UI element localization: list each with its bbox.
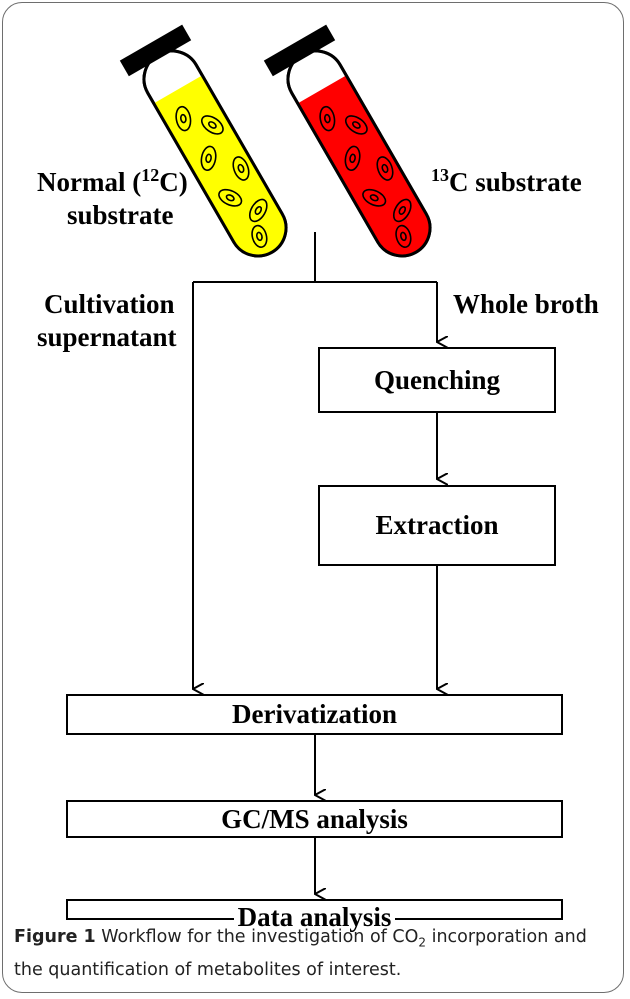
data-analysis-box: Data analysis xyxy=(66,899,563,933)
cultivation-label: Cultivation xyxy=(44,289,175,319)
caption-text-part1: Workflow for the investigation of CO xyxy=(95,927,419,947)
right-cells-icon xyxy=(319,105,412,248)
derivatization-box: Derivatization xyxy=(66,694,563,735)
figure-label: Figure 1 xyxy=(14,927,96,947)
left-substrate-label: Normal (12C) xyxy=(37,165,188,203)
left-label-suffix: C) xyxy=(159,167,188,197)
left-label-superscript: 12 xyxy=(141,165,160,185)
right-label-superscript: 13 xyxy=(431,165,449,185)
right-label-suffix: C substrate xyxy=(449,167,582,197)
whole-broth-label: Whole broth xyxy=(453,289,599,319)
left-substrate-label-line2: substrate xyxy=(67,200,174,230)
left-test-tube-icon xyxy=(119,24,288,258)
figure-caption: Figure 1 Workflow for the investigation … xyxy=(14,924,614,984)
right-test-tube-icon xyxy=(263,24,432,258)
left-cells-icon xyxy=(175,105,268,248)
supernatant-label: supernatant xyxy=(37,322,177,352)
data-analysis-label: Data analysis xyxy=(233,902,396,933)
gcms-box: GC/MS analysis xyxy=(66,800,563,838)
quenching-box: Quenching xyxy=(318,347,556,413)
caption-subscript: 2 xyxy=(418,935,427,950)
extraction-box: Extraction xyxy=(318,485,556,566)
right-substrate-label: 13C substrate xyxy=(431,165,582,203)
left-label-prefix: Normal ( xyxy=(37,167,142,197)
caption-text-part2: incorporation and the quantification of … xyxy=(14,927,587,980)
